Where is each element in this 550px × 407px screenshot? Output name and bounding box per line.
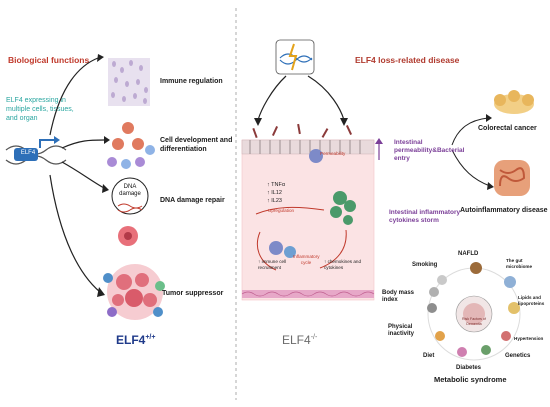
function-tumor-suppressor: Tumor suppressor [162, 290, 224, 297]
tissue-image [108, 58, 150, 106]
cytokines-storm-label: Intestinal inflammatory cytokines storm [389, 209, 461, 224]
gene-dna-icon [5, 136, 67, 165]
cytokine-il23: ↑ IL23 [267, 198, 282, 204]
heart-icon [501, 331, 511, 341]
cell-development-icon [107, 122, 155, 169]
plasmid-knockout-icon [275, 39, 315, 75]
dna-damage-icon [111, 177, 149, 215]
right-title: ELF4 loss-related disease [355, 55, 460, 65]
autoinflammatory-label: Autoinflammatory disease [460, 207, 548, 214]
cytokine-il12: ↑ IL12 [267, 190, 282, 196]
diabetes-label: Diabetes [456, 365, 482, 371]
intestine-icon [494, 160, 530, 196]
chemokines-label: ↑ chemokines and cytokines [324, 259, 362, 270]
immune-recruitment-label: ↑ immune cell recruitment [258, 259, 287, 270]
microbiome-icon [504, 276, 516, 288]
upregulation-label: Upregulation [268, 208, 295, 213]
hypertension-label: Hypertension [514, 336, 544, 341]
permeability-label: Permeability [320, 151, 346, 156]
nafld-label: NAFLD [458, 251, 479, 257]
physical-inactivity-label: Physical inactivity [388, 324, 415, 337]
lipids-label: Lipids and lipoproteins [518, 295, 545, 306]
gut-microbiome-label: The gut microbiome [506, 258, 533, 269]
diabetes-icon [457, 347, 467, 357]
damaged-cell-icon [118, 226, 138, 246]
diet-icon [435, 331, 445, 341]
inactivity-icon [427, 303, 437, 313]
genotype-ko-main: ELF4 [282, 333, 311, 347]
function-immune-regulation: Immune regulation [160, 78, 223, 85]
smoking-icon [437, 275, 447, 285]
genetics-label: Genetics [505, 353, 531, 359]
function-cell-development: Cell development and differentiation [160, 137, 233, 153]
genotype-wt-sup: +/+ [145, 334, 156, 341]
gene-label: ELF4 [20, 150, 36, 156]
cytokine-tnf: ↑ TNFα [267, 182, 286, 188]
metabolic-syndrome-label: Metabolic syndrome [434, 375, 507, 384]
dna-icon [481, 345, 491, 355]
genotype-wt-main: ELF4 [116, 333, 146, 347]
smoking-label: Smoking [412, 262, 438, 268]
right-diagram [427, 90, 534, 361]
genotype-wildtype: ELF4+/+ [116, 333, 155, 347]
bmi-label: Body mass index [382, 290, 415, 303]
left-diagram [5, 54, 165, 320]
permeability-bacterial-label: Intestinal permeability&Bacterial entry [394, 139, 465, 162]
immune-cell-icon [309, 149, 323, 163]
risk-factors-center: Risk Factors of Dementia [462, 317, 486, 326]
bmi-icon [429, 287, 439, 297]
tumor-cluster-icon [103, 264, 165, 320]
lipids-icon [508, 302, 520, 314]
liver-icon [470, 262, 482, 274]
diet-label: Diet [423, 353, 435, 359]
middle-diagram [241, 39, 383, 301]
dna-damage-box-label: DNA damage [119, 184, 141, 197]
genotype-knockout: ELF4-/- [282, 333, 317, 347]
left-title: Biological functions [8, 55, 90, 65]
genotype-ko-sup: -/- [310, 334, 318, 341]
function-dna-repair: DNA damage repair [160, 197, 225, 204]
colorectal-cancer-icon [494, 90, 534, 114]
inflammatory-cycle-label: Inflammatory cycle [293, 254, 320, 265]
expressing-text: ELF4 expressing in multiple cells, tissu… [6, 97, 74, 122]
colorectal-cancer-label: Colorectal cancer [478, 125, 537, 132]
